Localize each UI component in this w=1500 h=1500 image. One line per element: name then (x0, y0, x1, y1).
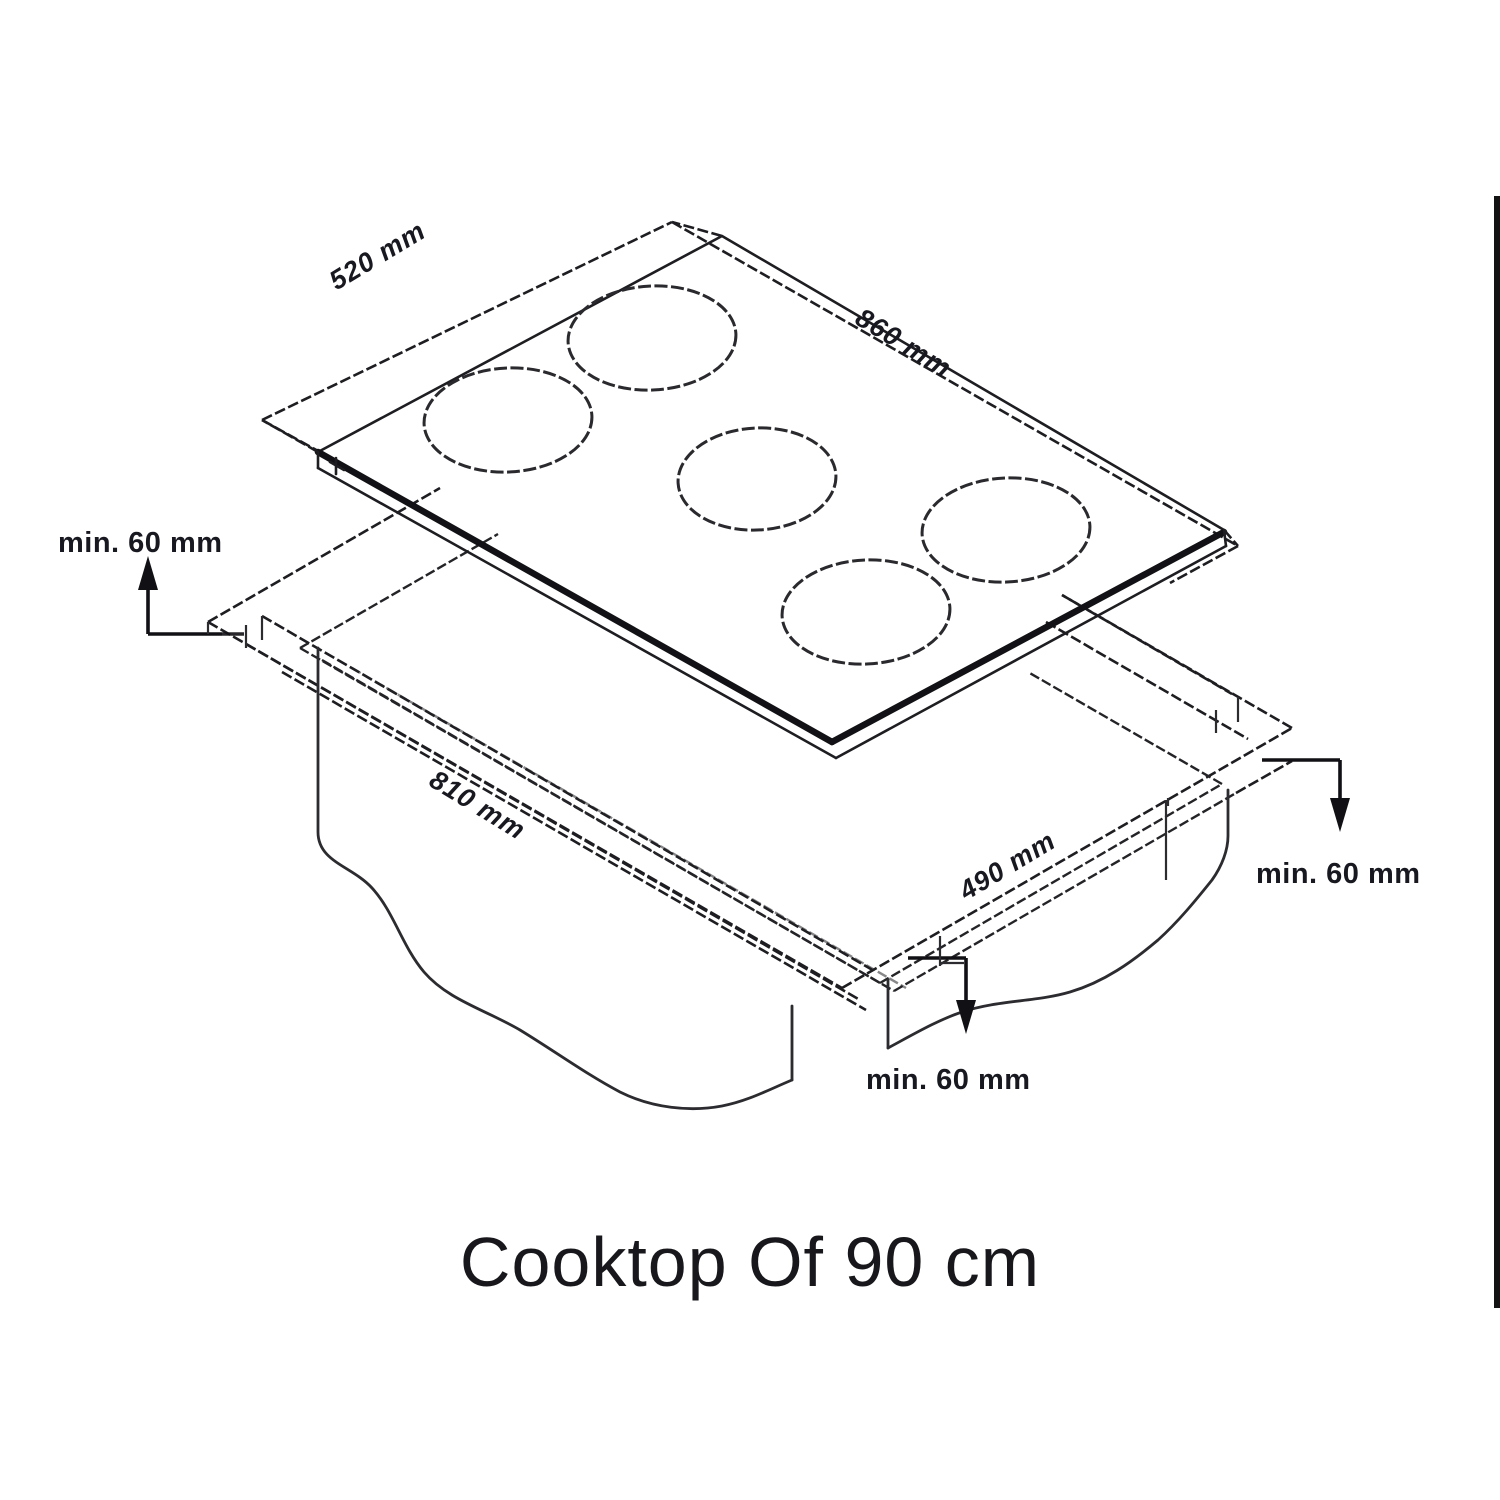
burner-ring (920, 476, 1092, 584)
countertop-group (207, 486, 1293, 1111)
burner-ring (566, 284, 738, 392)
page-title: Cooktop Of 90 cm (459, 1223, 1041, 1301)
clearance-label-right: min. 60 mm (1256, 858, 1421, 890)
burner-ring (422, 366, 594, 474)
burner-ring (780, 558, 952, 666)
right-edge-strip (1494, 196, 1500, 1308)
cooktop-plate-group (261, 220, 1239, 760)
clearance-label-bottom: min. 60 mm (866, 1064, 1031, 1096)
arrowhead-down-right (1330, 798, 1350, 832)
clearance-label-left: min. 60 mm (58, 527, 223, 559)
arrowhead-up-left (138, 556, 158, 590)
dimension-lines-group (138, 220, 1350, 1034)
arrowhead-down-bottom (956, 1000, 976, 1034)
burner-ring (676, 426, 838, 532)
